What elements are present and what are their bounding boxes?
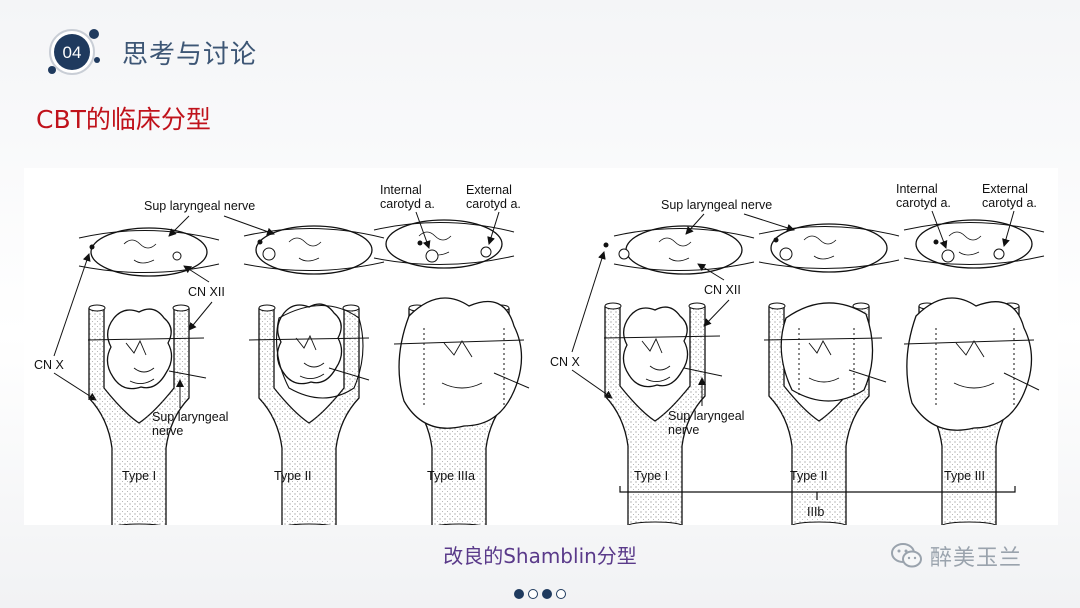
figure-caption: 改良的Shamblin分型 — [443, 544, 637, 568]
group-label: IIIb — [807, 505, 824, 519]
external-label-right-2: carotyd a. — [982, 196, 1037, 210]
internal-label-right-2: carotyd a. — [896, 196, 951, 210]
type-i-label: Type I — [122, 469, 156, 483]
sup-laryngeal-bottom-label-2: nerve — [152, 424, 183, 438]
right-panel: Sup laryngeal nerve Internal carotyd a. … — [550, 182, 1045, 525]
wechat-icon — [891, 543, 922, 568]
watermark-text: 醉美玉兰 — [930, 546, 1023, 571]
external-label: External — [466, 183, 512, 197]
sup-laryngeal-bottom-label-right: Sup laryngeal — [668, 409, 744, 423]
type-i-label-right: Type I — [634, 469, 668, 483]
page-dot-4[interactable] — [556, 589, 566, 599]
sup-laryngeal-bottom-label-right-2: nerve — [668, 423, 699, 437]
internal-label: Internal — [380, 183, 422, 197]
watermark: 醉美玉兰 — [890, 540, 1022, 572]
page-dot-2[interactable] — [528, 589, 538, 599]
external-label-2: carotyd a. — [466, 197, 521, 211]
sup-laryngeal-top-label-right: Sup laryngeal nerve — [661, 198, 772, 212]
type-ii-label-right: Type II — [790, 469, 828, 483]
page-dot-1[interactable] — [514, 589, 524, 599]
shamblin-figure: Sup laryngeal nerve Internal carotyd a. … — [24, 168, 1058, 525]
cn-x-label-right: CN X — [550, 355, 581, 369]
section-number: 04 — [63, 43, 82, 62]
group-bracket — [619, 486, 1016, 500]
cn-x-label: CN X — [34, 358, 65, 372]
page-dot-3[interactable] — [542, 589, 552, 599]
section-title: 思考与讨论 — [122, 40, 258, 70]
type-ii-label: Type II — [274, 469, 312, 483]
cn-xii-label-right: CN XII — [704, 283, 741, 297]
pagination-dots — [0, 589, 1080, 599]
sup-laryngeal-top-label: Sup laryngeal nerve — [144, 199, 255, 213]
left-panel: Sup laryngeal nerve Internal carotyd a. … — [34, 183, 530, 525]
internal-label-right: Internal — [896, 182, 938, 196]
external-label-right: External — [982, 182, 1028, 196]
type-iiia-label: Type IIIa — [427, 469, 475, 483]
sup-laryngeal-bottom-label: Sup laryngeal — [152, 410, 228, 424]
internal-label-2: carotyd a. — [380, 197, 435, 211]
slide-heading: CBT的临床分型 — [36, 105, 211, 134]
section-badge: 04 — [44, 26, 100, 76]
cn-xii-label: CN XII — [188, 285, 225, 299]
type-iii-label-right: Type III — [944, 469, 985, 483]
